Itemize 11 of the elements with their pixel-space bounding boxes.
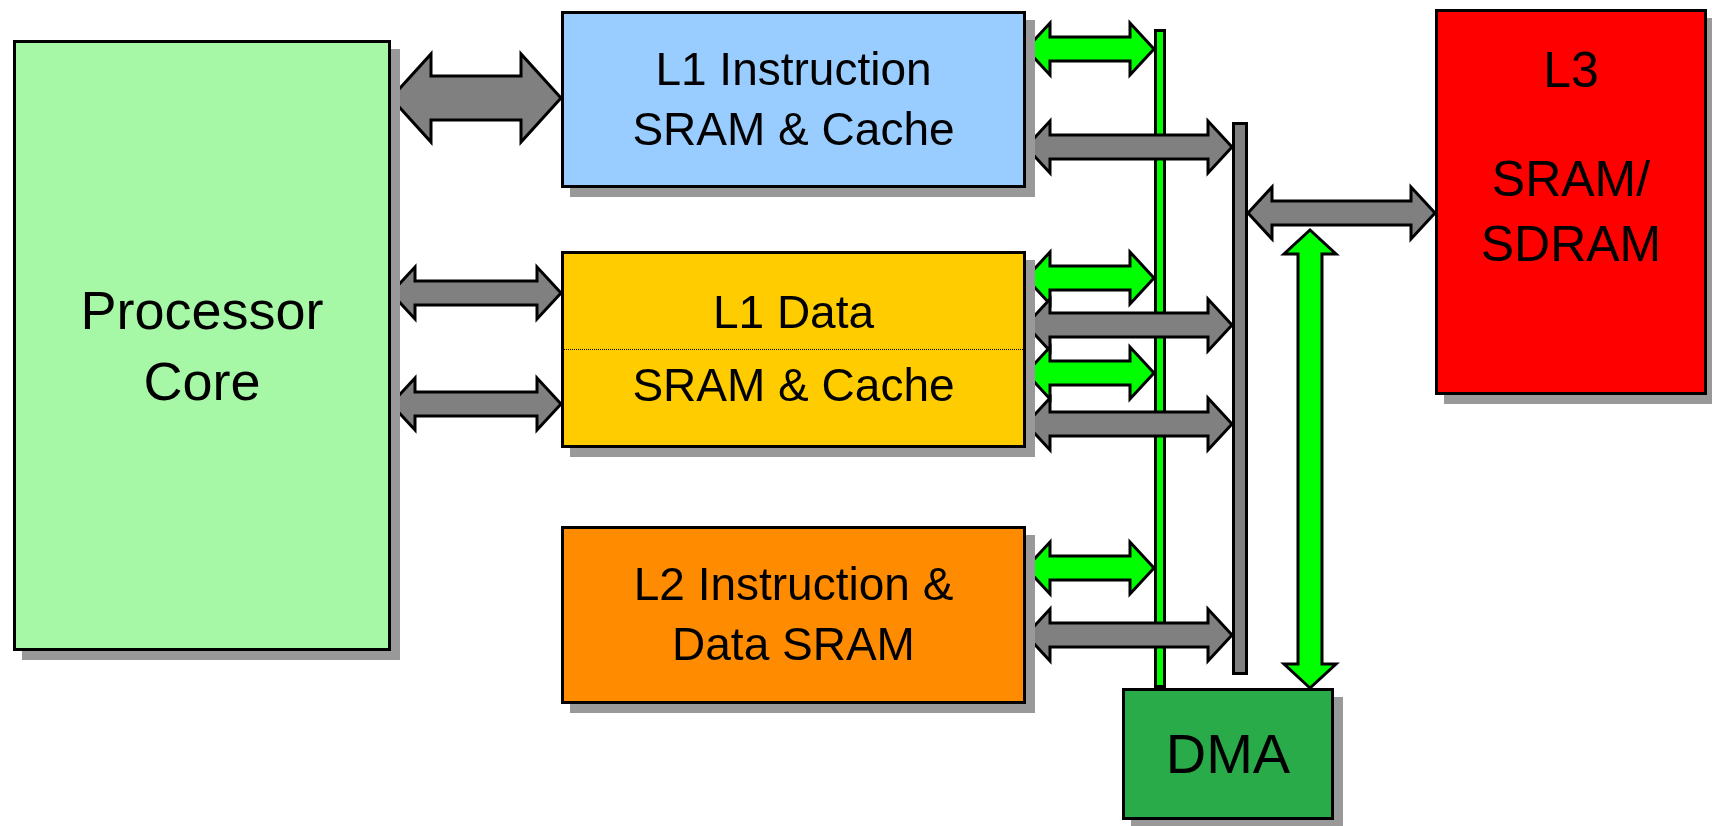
block-label: L1 Instruction SRAM & Cache: [631, 41, 956, 157]
block-label: SRAM/ SDRAM: [1479, 150, 1663, 274]
block-label: L3: [1542, 41, 1600, 100]
block-label: Processor Core: [79, 279, 325, 413]
block-label: DMA: [1164, 720, 1292, 787]
double-block-arrow: [1280, 227, 1340, 691]
bus-bar: [1232, 122, 1248, 675]
block-label: SRAM & Cache: [631, 358, 956, 413]
double-block-arrow: [1245, 183, 1438, 243]
block-label: L1 Data: [711, 285, 876, 341]
block-label: L2 Instruction & Data SRAM: [632, 557, 955, 672]
